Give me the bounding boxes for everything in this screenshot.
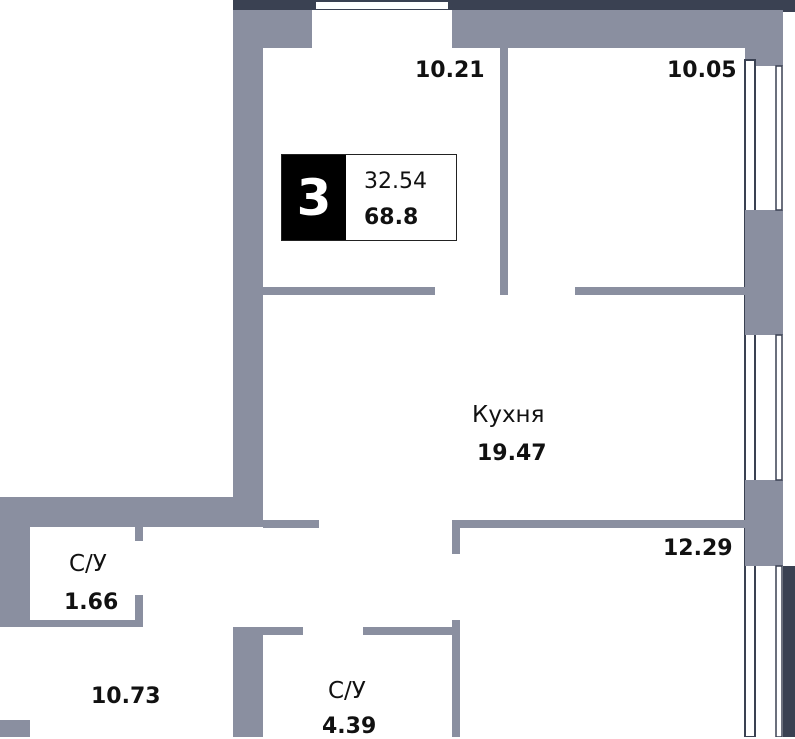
partition-bedroom3-stub xyxy=(452,520,460,554)
room-name-bathroom-1: С/У xyxy=(69,551,107,577)
wall-right xyxy=(744,59,756,737)
window-right-2 xyxy=(775,334,783,481)
window-right-1 xyxy=(775,65,783,211)
partition-kitchen-bedroom3 xyxy=(452,520,745,528)
room-area-bathroom-2: 4.39 xyxy=(322,714,377,739)
wall-right-pier-1 xyxy=(745,210,783,335)
partition-bedroom2-kitchen xyxy=(575,287,745,295)
partition-bath2-top-right xyxy=(363,627,460,635)
window-top-frame xyxy=(316,2,448,9)
room-name-kitchen: Кухня xyxy=(472,402,545,428)
partition-bath1-bottom xyxy=(30,620,143,627)
wall-top-right xyxy=(745,10,783,66)
total-area: 68.8 xyxy=(364,205,419,230)
room-area-bedroom-1: 10.21 xyxy=(415,58,485,83)
partition-bedroom3-left xyxy=(452,620,460,737)
room-area-bathroom-1: 1.66 xyxy=(64,590,119,615)
wall-left-upper xyxy=(233,10,263,520)
partition-bath2-left xyxy=(233,627,263,737)
partition-bedrooms xyxy=(500,48,508,295)
partition-bath2-top-left xyxy=(233,627,303,635)
window-top xyxy=(312,10,452,48)
partition-kitchen-hall xyxy=(263,520,319,528)
outer-wall-right-dark xyxy=(783,566,795,737)
wall-left-lower xyxy=(0,497,30,627)
partition-bath1-right-top xyxy=(135,527,143,541)
wall-right-pier-2 xyxy=(745,480,783,566)
room-area-bedroom-3: 12.29 xyxy=(663,536,733,561)
room-area-kitchen: 19.47 xyxy=(477,441,547,466)
room-count: 3 xyxy=(282,155,346,240)
partition-bath1-right-bottom xyxy=(135,595,143,627)
partition-bedroom1-kitchen xyxy=(263,287,435,295)
wall-left-bottom-stub xyxy=(0,720,30,737)
room-name-bathroom-2: С/У xyxy=(328,678,366,704)
living-area: 32.54 xyxy=(364,169,427,194)
room-area-hallway: 10.73 xyxy=(91,684,161,709)
apartment-badge: 3 32.54 68.8 xyxy=(281,154,457,241)
window-right-3 xyxy=(775,565,783,737)
wall-left-step xyxy=(0,497,263,527)
room-area-bedroom-2: 10.05 xyxy=(667,58,737,83)
